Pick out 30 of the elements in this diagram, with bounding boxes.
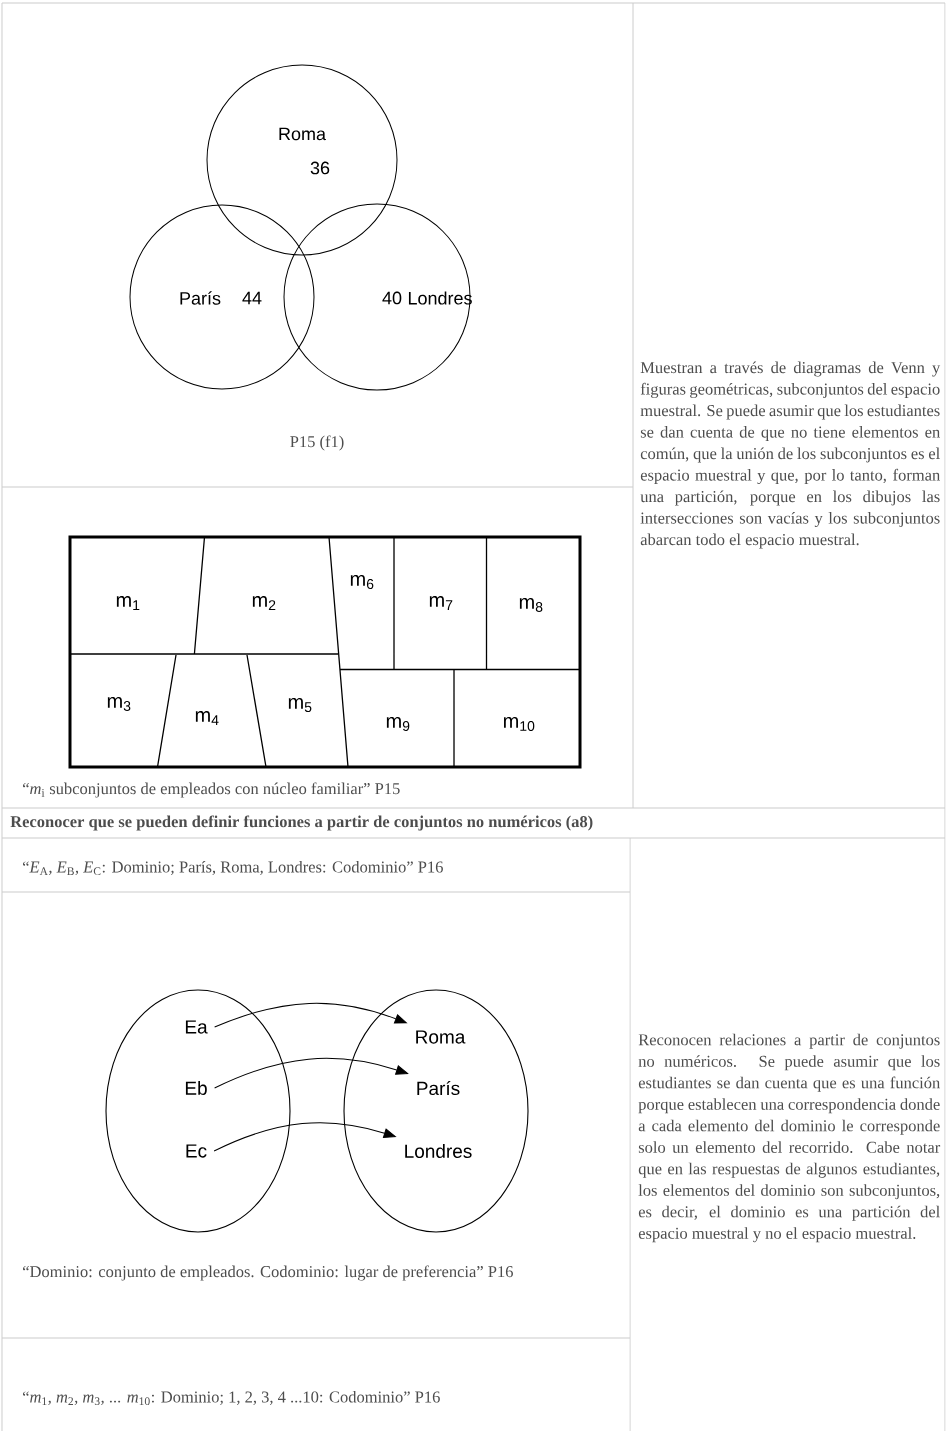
set-element: Eb [185, 1081, 207, 1095]
set-element: m$_{4}$ [195, 711, 219, 725]
set-element: m$_{2}$ [252, 596, 276, 610]
set-ellipse [343, 989, 529, 1233]
partition-rectangle [68, 535, 582, 769]
set-element: m$_{1}$ [116, 596, 140, 610]
set-element: m$_{6}$ [350, 575, 374, 589]
set-element: m$_{5}$ [288, 698, 312, 712]
arrow [214, 1002, 407, 1028]
set-element: Ea [185, 1020, 208, 1034]
description-text: Muestran a través de diagramas de Venn y figuras geométricas, subconjuntos del espacio muestral. Se puede asumir que los estudiantes se dan cuenta de que no tiene elementos en común, que la unión de los subconjuntos es el espacio muestral y que, por lo tanto, forman una partición, porque en los dibujos las intersecciones son vacías y los subconjuntos abarcan todo el espacio muestral. [640, 361, 941, 549]
set-element: m$_{8}$ [519, 598, 543, 612]
section-heading: Reconocer que se pueden definir funciones a partir de conjuntos no numéricos (a8) [10, 815, 593, 831]
set-ellipse [105, 989, 291, 1233]
quote-text: “m$_{1}$, m$_{2}$, m$_{3}$, ... m$_{10}$: Dominio; 1, 2, 3, 4 ...10: Codominio” P16 [23, 1390, 440, 1406]
arrow [214, 1057, 408, 1089]
description-text: Reconocen relaciones a partir de conjuntos no numéricos. Se puede asumir que los estudiantes se dan cuenta que es una función porque establecen una correspondencia donde a cada elemento del dominio le corresponde solo un elemento del recorrido. Cabe notar que en las respuestas de algunos estudiantes, los elementos del dominio son subconjuntos, es decir, el dominio es una partición del espacio muestral y no el espacio muestral. [638, 1033, 941, 1243]
set-element: Londres [405, 1144, 472, 1158]
figure-caption: “m$_{i}$ subconjuntos de empleados con núcleo familiar” P15 [23, 782, 400, 798]
set-element: Roma [416, 1030, 466, 1044]
quote-text: “Dominio: conjunto de empleados. Codominio: lugar de preferencia” P16 [23, 1265, 513, 1281]
set-element: Ec [186, 1144, 207, 1158]
set-element: París [417, 1080, 460, 1096]
figure-caption: P15 (f1) [290, 435, 344, 451]
arrow [213, 1122, 396, 1152]
quote-text: “E$_{A}$, E$_{B}$, E$_{C}$: Dominio; París, Roma, Londres: Codominio” P16 [23, 860, 443, 876]
set-element: m$_{3}$ [107, 697, 131, 711]
set-element: m$_{7}$ [429, 596, 453, 610]
set-element: m$_{9}$ [386, 717, 410, 731]
set-element: m$_{10}$ [503, 717, 535, 731]
